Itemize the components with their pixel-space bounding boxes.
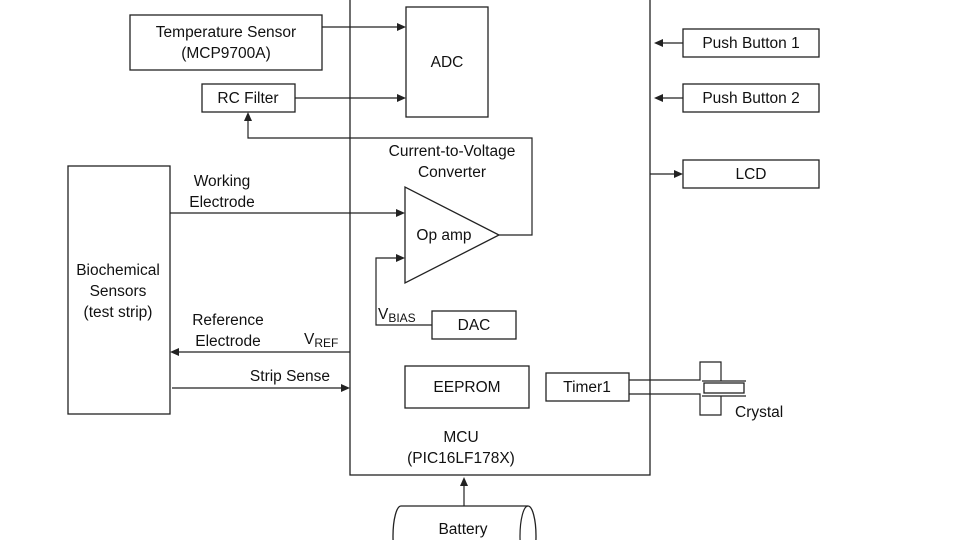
temperature-sensor-label: Temperature Sensor (156, 24, 296, 41)
reference-electrode-line2: Electrode (195, 333, 260, 350)
vbias-wire (375, 257, 432, 326)
reference-electrode-arrow (170, 348, 179, 356)
timer1-label: Timer1 (563, 379, 611, 396)
temperature-sensor-part: (MCP9700A) (181, 45, 271, 62)
eeprom-label: EEPROM (433, 379, 500, 396)
op-amp-triangle (404, 185, 501, 285)
crystal-bottom-wire (629, 393, 722, 416)
eeprom-box (404, 365, 530, 409)
dac-label: DAC (458, 317, 491, 334)
converter-label-line2: Converter (418, 164, 486, 181)
strip-sense-label: Strip Sense (250, 368, 330, 385)
crystal-top-wire (629, 361, 722, 381)
battery-label: Battery (438, 521, 487, 538)
lcd-label: LCD (735, 166, 766, 183)
battery-cylinder (392, 505, 537, 540)
temp-to-adc-arrow (397, 23, 406, 31)
temperature-sensor-box (129, 14, 323, 71)
battery-cylinder-edge (519, 505, 529, 540)
op-amp-label: Op amp (416, 227, 471, 244)
adc-box (405, 6, 489, 118)
battery-arrow (460, 477, 468, 486)
dac-box (431, 310, 517, 340)
push-button-2-label: Push Button 2 (702, 90, 799, 107)
push-button-2-arrow (654, 94, 663, 102)
vbias-label: VBIAS (378, 306, 416, 325)
vref-label: VREF (304, 331, 338, 350)
mcu-to-lcd-arrow (674, 170, 683, 178)
opamp-to-rc-arrow (244, 112, 252, 121)
working-electrode-arrow (396, 209, 405, 217)
reference-electrode-line1: Reference (192, 312, 264, 329)
push-button-2-box (682, 83, 820, 113)
push-button-1-box (682, 28, 820, 58)
mcu-label-line1: MCU (443, 429, 478, 446)
adc-label: ADC (431, 54, 464, 71)
biochemical-sensors-box (67, 165, 171, 415)
mcu-label-line2: (PIC16LF178X) (407, 450, 515, 467)
working-electrode-line1: Working (194, 173, 251, 190)
push-button-1-arrow (654, 39, 663, 47)
push-button-1-label: Push Button 1 (702, 35, 799, 52)
biochemical-sensors-line2: Sensors (90, 283, 147, 300)
biochemical-sensors-line3: (test strip) (84, 304, 153, 321)
strip-sense-arrow (341, 384, 350, 392)
rc-to-adc-arrow (397, 94, 406, 102)
timer1-box (545, 372, 630, 402)
opamp-to-rc-wire (247, 121, 533, 236)
rc-filter-label: RC Filter (217, 90, 278, 107)
working-electrode-line2: Electrode (189, 194, 254, 211)
crystal-symbol (703, 382, 745, 394)
vbias-arrow (396, 254, 405, 262)
converter-label-line1: Current-to-Voltage (389, 143, 516, 160)
biochemical-sensors-line1: Biochemical (76, 262, 160, 279)
crystal-label: Crystal (735, 404, 783, 421)
